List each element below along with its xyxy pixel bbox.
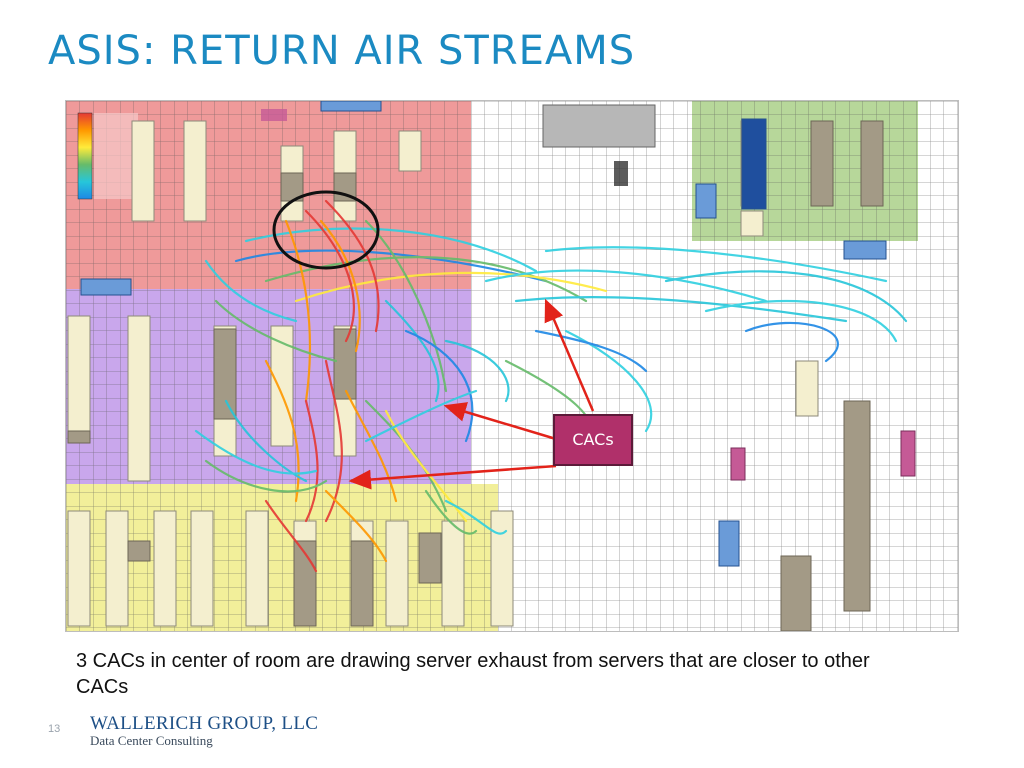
temperature-legend (77, 112, 138, 200)
unit-magenta-2 (900, 430, 916, 477)
logo-subtitle: Data Center Consulting (90, 733, 213, 748)
unit-magenta-1 (730, 447, 746, 481)
highlight-circle (272, 190, 380, 270)
cooling-units (80, 101, 887, 567)
airflow-simulation-figure: CACs (65, 100, 959, 632)
company-logo: WALLERICH GROUP, LLC Data Center Consult… (90, 714, 318, 748)
dark-server-units (67, 120, 884, 631)
cacs-callout: CACs (553, 414, 633, 466)
slide-title: ASIS: RETURN AIR STREAMS (48, 28, 636, 74)
callout-arrows (348, 298, 595, 490)
cacs-callout-label: CACs (572, 430, 613, 449)
logo-name: WALLERICH GROUP, LLC (90, 713, 319, 734)
slide-caption: 3 CACs in center of room are drawing ser… (76, 650, 870, 698)
page-number: 13 (48, 723, 61, 735)
equipment-block (542, 104, 656, 148)
